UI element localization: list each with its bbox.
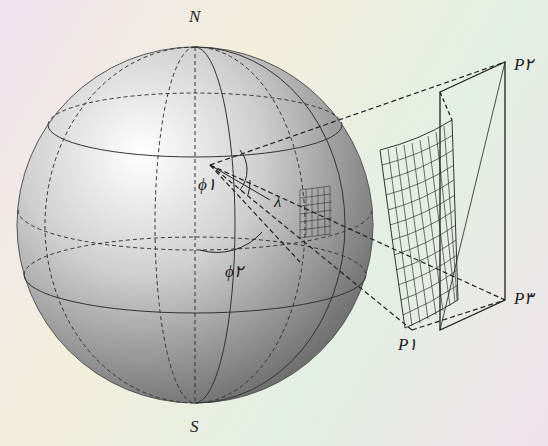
figure-label: P۲ <box>514 56 533 73</box>
figure-label: P۳ <box>514 290 533 307</box>
figure-label: S <box>190 418 199 435</box>
figure-label: N <box>189 8 200 25</box>
figure-label: λ <box>274 193 281 210</box>
figure-label: ϕ۱ <box>198 176 216 193</box>
figure-label: P۱ <box>398 336 417 353</box>
figure-label: ϕ۲ <box>225 263 243 280</box>
